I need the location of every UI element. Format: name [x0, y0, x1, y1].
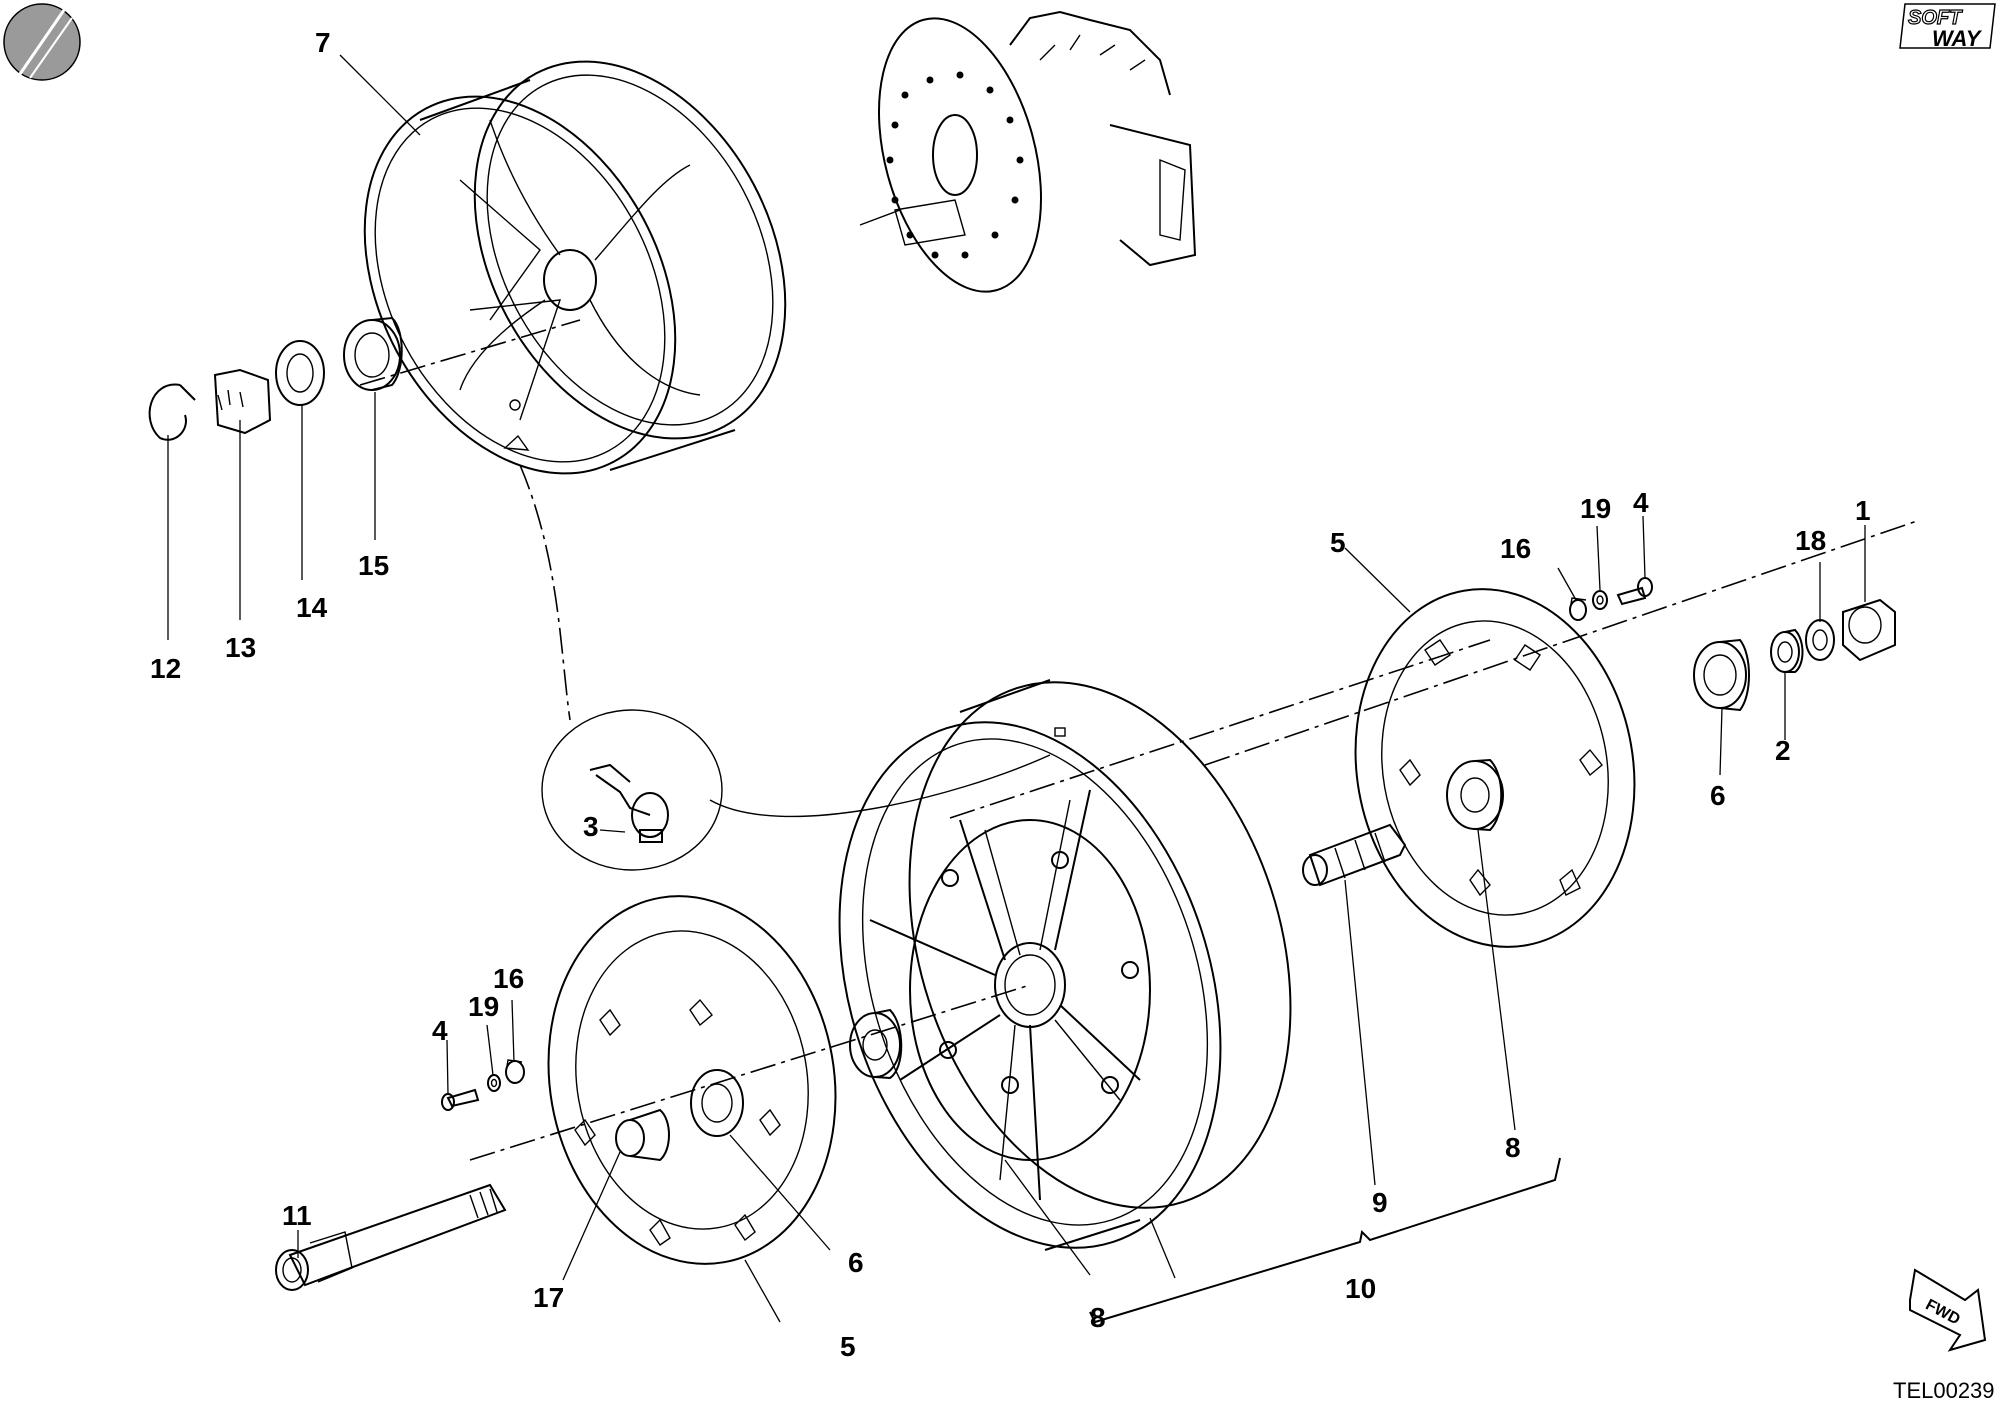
callout-5-bottom: 5 — [840, 1331, 856, 1362]
callout-14: 14 — [296, 592, 328, 623]
washer-19-top — [1592, 590, 1608, 610]
callout-17: 17 — [533, 1282, 564, 1313]
front-axis-line-top — [949, 639, 1491, 819]
rear-wheel-rim — [363, 60, 787, 475]
rear-seal-14 — [275, 340, 325, 406]
callout-5-top: 5 — [1330, 527, 1346, 558]
callout-labels: 7 15 14 13 12 3 5 16 19 4 18 1 2 6 8 9 1… — [150, 27, 1871, 1362]
callout-10: 10 — [1345, 1273, 1376, 1304]
axle-nut-1 — [1842, 598, 1896, 662]
bushing-16-top — [1569, 597, 1587, 621]
brake-disc-left — [547, 895, 837, 1265]
callout-9: 9 — [1372, 1187, 1388, 1218]
corner-logo-icon — [3, 3, 81, 81]
callout-6-left: 6 — [848, 1247, 864, 1278]
valve-detail-callout — [519, 464, 1051, 871]
washer-18 — [1805, 619, 1835, 661]
screw-4-top — [1616, 577, 1653, 606]
brand-line-1: SOFT — [1908, 7, 1963, 29]
seal-6-right — [1693, 638, 1750, 712]
rear-axle-nut-13 — [213, 368, 272, 435]
seal-6-left — [690, 1069, 744, 1137]
front-wheel-rim — [838, 679, 1292, 1251]
callout-11: 11 — [282, 1200, 312, 1231]
callout-16-top: 16 — [1500, 533, 1531, 564]
callout-15: 15 — [358, 550, 389, 581]
front-hub-bolts — [939, 851, 1139, 1094]
spacer-9 — [1302, 823, 1407, 887]
brand-line-2: WAY — [1932, 26, 1983, 51]
callout-16-bottom: 16 — [493, 963, 524, 994]
callout-4-top: 4 — [1633, 487, 1649, 518]
callout-8-right: 8 — [1505, 1132, 1521, 1163]
callout-3: 3 — [583, 811, 599, 842]
callout-1: 1 — [1855, 495, 1871, 526]
callout-4-bottom: 4 — [432, 1015, 448, 1046]
callout-2: 2 — [1775, 735, 1791, 766]
front-axle-11 — [275, 1183, 507, 1291]
rear-snap-pin-12 — [148, 383, 196, 441]
spacer-2 — [1770, 628, 1804, 673]
callout-7: 7 — [315, 27, 331, 58]
rear-sprocket-disc-assembly — [859, 10, 1197, 293]
rear-axis-line — [359, 319, 581, 386]
spacer-17 — [615, 1108, 670, 1162]
washer-19-bottom — [487, 1074, 501, 1092]
callout-19-bottom: 19 — [468, 991, 499, 1022]
leader-lines — [167, 54, 1866, 1323]
callout-18: 18 — [1795, 525, 1826, 556]
brake-disc-right — [1354, 588, 1636, 948]
bearing-8-left — [849, 1008, 903, 1080]
callout-13: 13 — [225, 632, 256, 663]
document-code: TEL00239 — [1893, 1378, 1995, 1403]
assembly-bracket-10 — [1089, 1157, 1561, 1324]
callout-19-top: 19 — [1580, 493, 1611, 524]
callout-8-bottom: 8 — [1090, 1302, 1106, 1333]
rear-spacer-15 — [343, 316, 403, 391]
bushing-16-bottom — [505, 1059, 525, 1084]
callout-12: 12 — [150, 653, 181, 684]
softway-logo: SOFT WAY — [1899, 3, 1996, 51]
fwd-arrow-icon: FWD — [1909, 1268, 1987, 1352]
front-axis-line-left — [469, 984, 1031, 1161]
callout-6-right: 6 — [1710, 780, 1726, 811]
bearing-8-right — [1446, 758, 1504, 832]
